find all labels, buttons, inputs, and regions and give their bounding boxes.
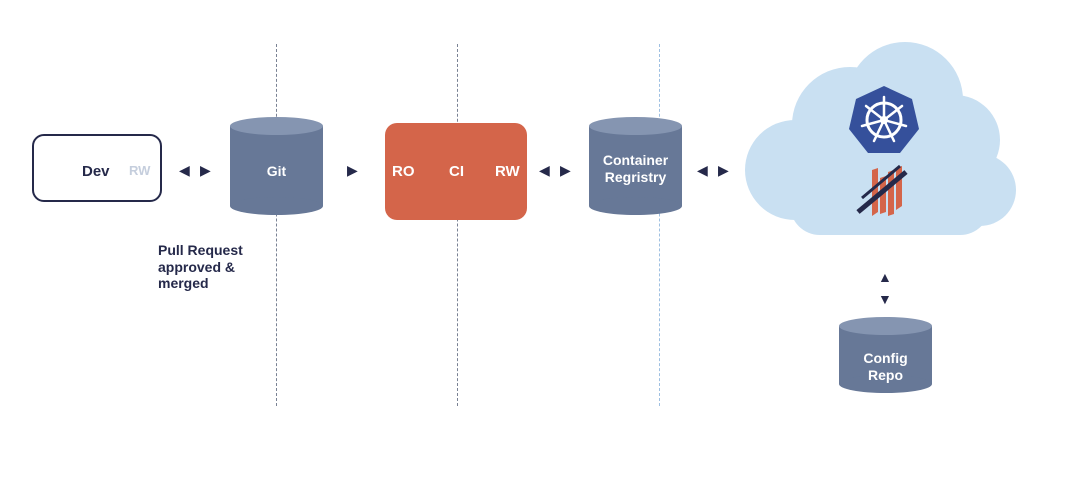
arrow-left-icon: ◀ — [179, 162, 190, 178]
arrow-right-icon: ▶ — [560, 162, 571, 178]
ci-rw-label: RW — [495, 163, 520, 180]
kubernetes-icon — [849, 86, 919, 153]
lane-divider — [457, 44, 458, 406]
registry-label-line2: Regristry — [604, 169, 667, 185]
registry-label-line1: Container — [602, 152, 669, 168]
lane-divider — [659, 44, 660, 406]
config-repo-cylinder — [839, 317, 932, 393]
config-repo-label: Config Repo — [839, 350, 932, 384]
ci-ro-label: RO — [392, 163, 415, 180]
arrow-down-icon: ▼ — [878, 291, 892, 307]
config-label-line1: Config — [863, 350, 908, 366]
git-cylinder — [230, 117, 323, 215]
ci-label: CI — [449, 163, 464, 180]
registry-cylinder — [589, 117, 682, 215]
git-label: Git — [266, 163, 287, 179]
arrow-left-icon: ◀ — [539, 162, 550, 178]
dev-box: Dev RW — [32, 134, 162, 202]
arrow-left-icon: ◀ — [697, 162, 708, 178]
arrow-right-icon: ▶ — [200, 162, 211, 178]
dev-access-label: RW — [129, 163, 151, 178]
dev-label: Dev — [82, 163, 110, 180]
arrow-right-icon: ▶ — [718, 162, 729, 178]
arrow-up-icon: ▲ — [878, 269, 892, 285]
pull-request-note: Pull Request approved & merged — [158, 242, 243, 291]
arrow-right-icon: ▶ — [347, 162, 358, 178]
registry-label: Container Regristry — [580, 152, 691, 186]
flux-icon — [856, 164, 908, 216]
config-label-line2: Repo — [868, 367, 903, 383]
ci-box: RO CI RW — [385, 123, 527, 220]
lane-divider — [276, 44, 277, 406]
